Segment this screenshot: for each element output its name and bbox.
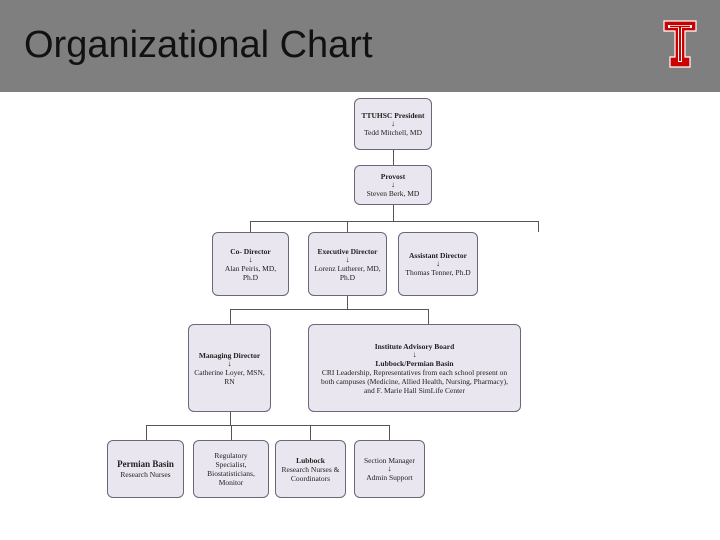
managing-director-name: Catherine Loyer, MSN, RN — [194, 367, 265, 386]
connector-line — [347, 296, 348, 309]
connector-line — [146, 425, 390, 426]
double-t-logo — [663, 20, 697, 68]
permian-basin-box: Permian Basin Research Nurses — [107, 440, 184, 498]
executive-director-name: Lorenz Lutherer, MD, Ph.D — [314, 263, 381, 282]
connector-line — [310, 425, 311, 440]
connector-line — [538, 221, 539, 232]
president-box: TTUHSC President ↓ Tedd Mitchell, MD — [354, 98, 432, 150]
assistant-director-name: Thomas Tenner, Ph.D — [405, 268, 471, 277]
permian-basin-title: Permian Basin — [117, 459, 174, 470]
section-manager-description: Admin Support — [366, 473, 413, 482]
executive-director-box: Executive Director ↓ Lorenz Lutherer, MD… — [308, 232, 387, 296]
co-director-box: Co- Director ↓ Alan Peiris, MD, Ph.D — [212, 232, 289, 296]
connector-line — [230, 309, 231, 324]
managing-director-box: Managing Director ↓ Catherine Loyer, MSN… — [188, 324, 271, 412]
regulatory-description: Regulatory Specialist, Biostatisticians,… — [207, 451, 255, 487]
arrow-down-icon: ↓ — [227, 358, 232, 368]
permian-basin-description: Research Nurses — [120, 469, 171, 479]
advisory-board-box: Institute Advisory Board ↓ Lubbock/Permi… — [308, 324, 521, 412]
section-manager-box: Section Manager ↓ Admin Support — [354, 440, 425, 498]
advisory-board-title: Institute Advisory Board — [374, 341, 455, 351]
arrow-down-icon: ↓ — [412, 349, 417, 359]
connector-line — [230, 412, 231, 425]
connector-line — [393, 205, 394, 221]
president-title: TTUHSC President — [361, 111, 425, 120]
arrow-down-icon: ↓ — [248, 254, 253, 264]
connector-line — [230, 309, 428, 310]
executive-director-title: Executive Director — [317, 246, 378, 256]
lubbock-box: Lubbock Research Nurses & Coordinators — [275, 440, 346, 498]
arrow-down-icon: ↓ — [436, 259, 440, 268]
arrow-down-icon: ↓ — [391, 180, 395, 189]
connector-line — [347, 221, 348, 232]
arrow-down-icon: ↓ — [391, 119, 395, 128]
arrow-down-icon: ↓ — [345, 254, 350, 264]
connector-line — [393, 150, 394, 165]
provost-title: Provost — [380, 172, 406, 181]
lubbock-description: Research Nurses & Coordinators — [281, 464, 340, 483]
assistant-director-title: Assistant Director — [409, 251, 467, 260]
connector-line — [389, 425, 390, 440]
connector-line — [428, 309, 429, 324]
advisory-board-subtitle: Lubbock/Permian Basin — [375, 358, 454, 368]
advisory-board-description: CRI Leadership, Representatives from eac… — [320, 367, 509, 395]
connector-line — [231, 425, 232, 440]
provost-box: Provost ↓ Steven Berk, MD — [354, 165, 432, 205]
connector-line — [250, 221, 539, 222]
regulatory-box: Regulatory Specialist, Biostatisticians,… — [193, 440, 269, 498]
lubbock-title: Lubbock — [296, 455, 325, 465]
connector-line — [146, 425, 147, 440]
assistant-director-box: Assistant Director ↓ Thomas Tenner, Ph.D — [398, 232, 478, 296]
co-director-name: Alan Peiris, MD, Ph.D — [224, 263, 277, 282]
page-title: Organizational Chart — [24, 24, 373, 66]
managing-director-title: Managing Director — [198, 350, 261, 360]
provost-name: Steven Berk, MD — [366, 189, 420, 198]
arrow-down-icon: ↓ — [387, 464, 392, 473]
co-director-title: Co- Director — [230, 246, 271, 256]
president-name: Tedd Mitchell, MD — [363, 128, 422, 137]
section-manager-name: Section Manager — [363, 456, 416, 465]
title-bar: Organizational Chart — [0, 0, 720, 92]
connector-line — [250, 221, 251, 232]
